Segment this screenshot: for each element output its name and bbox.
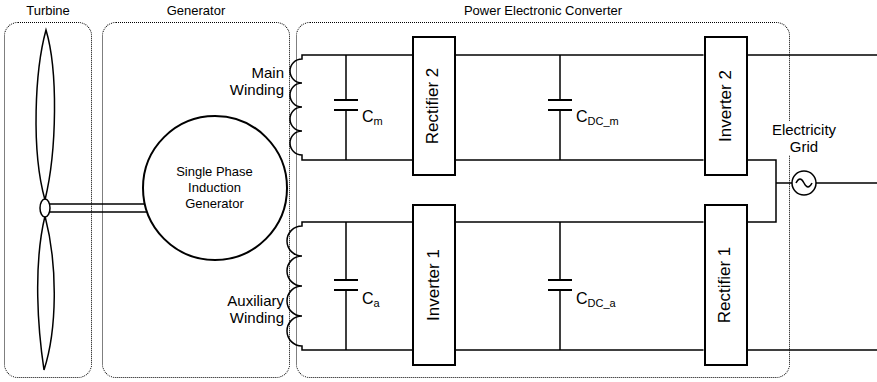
group-heading: Power Electronic Converter [267,3,819,19]
dc-link-wire [456,159,704,161]
symbol-letter: C [362,290,374,307]
capacitor-symbol [345,222,347,350]
shaft [45,211,148,213]
converter-block: Inverter 1 [412,204,456,366]
capacitor-symbol [334,100,358,110]
ac-source-symbol [792,171,816,195]
winding-label: Main Winding [210,64,284,98]
symbol-subscript: DC_a [588,297,616,309]
auxiliary-winding-coil [287,222,412,350]
turbine-frame: Turbine [4,22,92,378]
turbine-blade [36,30,54,370]
converter-frame: Rectifier 2 Inverter 2 Inverter 1 Rectifier… [296,22,790,378]
group-heading: Generator [73,3,319,19]
block-label: Inverter 2 [716,70,736,142]
ac-source-symbol [796,179,812,187]
capacitor-label: CDC_a [576,290,616,307]
symbol-subscript: a [374,297,380,309]
symbol-letter: C [576,290,588,307]
generator-label: Single Phase Induction Generator [169,164,261,212]
turbine-blade [38,216,55,370]
capacitor-symbol [334,280,358,290]
symbol-subscript: m [374,115,383,127]
converter-block: Rectifier 1 [704,204,748,366]
generator-circle: Single Phase Induction Generator [142,115,288,261]
capacitor-label: Cm [362,108,383,125]
group-heading: Turbine [0,3,121,19]
converter-block: Rectifier 2 [412,36,456,176]
capacitor-symbol [548,100,572,110]
winding-label: Auxiliary Winding [206,292,284,326]
grid-wire [748,55,877,350]
symbol-subscript: DC_m [588,115,619,127]
ac-source-symbol [792,171,816,195]
converter-block: Inverter 2 [704,36,748,176]
dc-link-wire [456,349,704,351]
block-label: Rectifier 1 [716,246,736,323]
turbine-blade [40,199,50,217]
shaft [45,203,148,205]
turbine-blade [36,30,54,200]
capacitor-symbol [559,222,561,350]
block-label: Rectifier 2 [424,67,444,144]
capacitor-symbol [559,55,561,160]
block-label: Inverter 1 [424,249,444,321]
symbol-letter: C [362,108,374,125]
shaft [45,204,148,212]
dc-link-wire [456,54,704,56]
capacitor-label: Ca [362,290,380,307]
capacitor-symbol [345,55,347,160]
main-winding-coil [290,55,412,160]
capacitor-symbol [548,280,572,290]
grid-label: Electricity Grid [764,121,844,155]
capacitor-label: CDC_m [576,108,619,125]
dc-link-wire [456,221,704,223]
symbol-letter: C [576,108,588,125]
